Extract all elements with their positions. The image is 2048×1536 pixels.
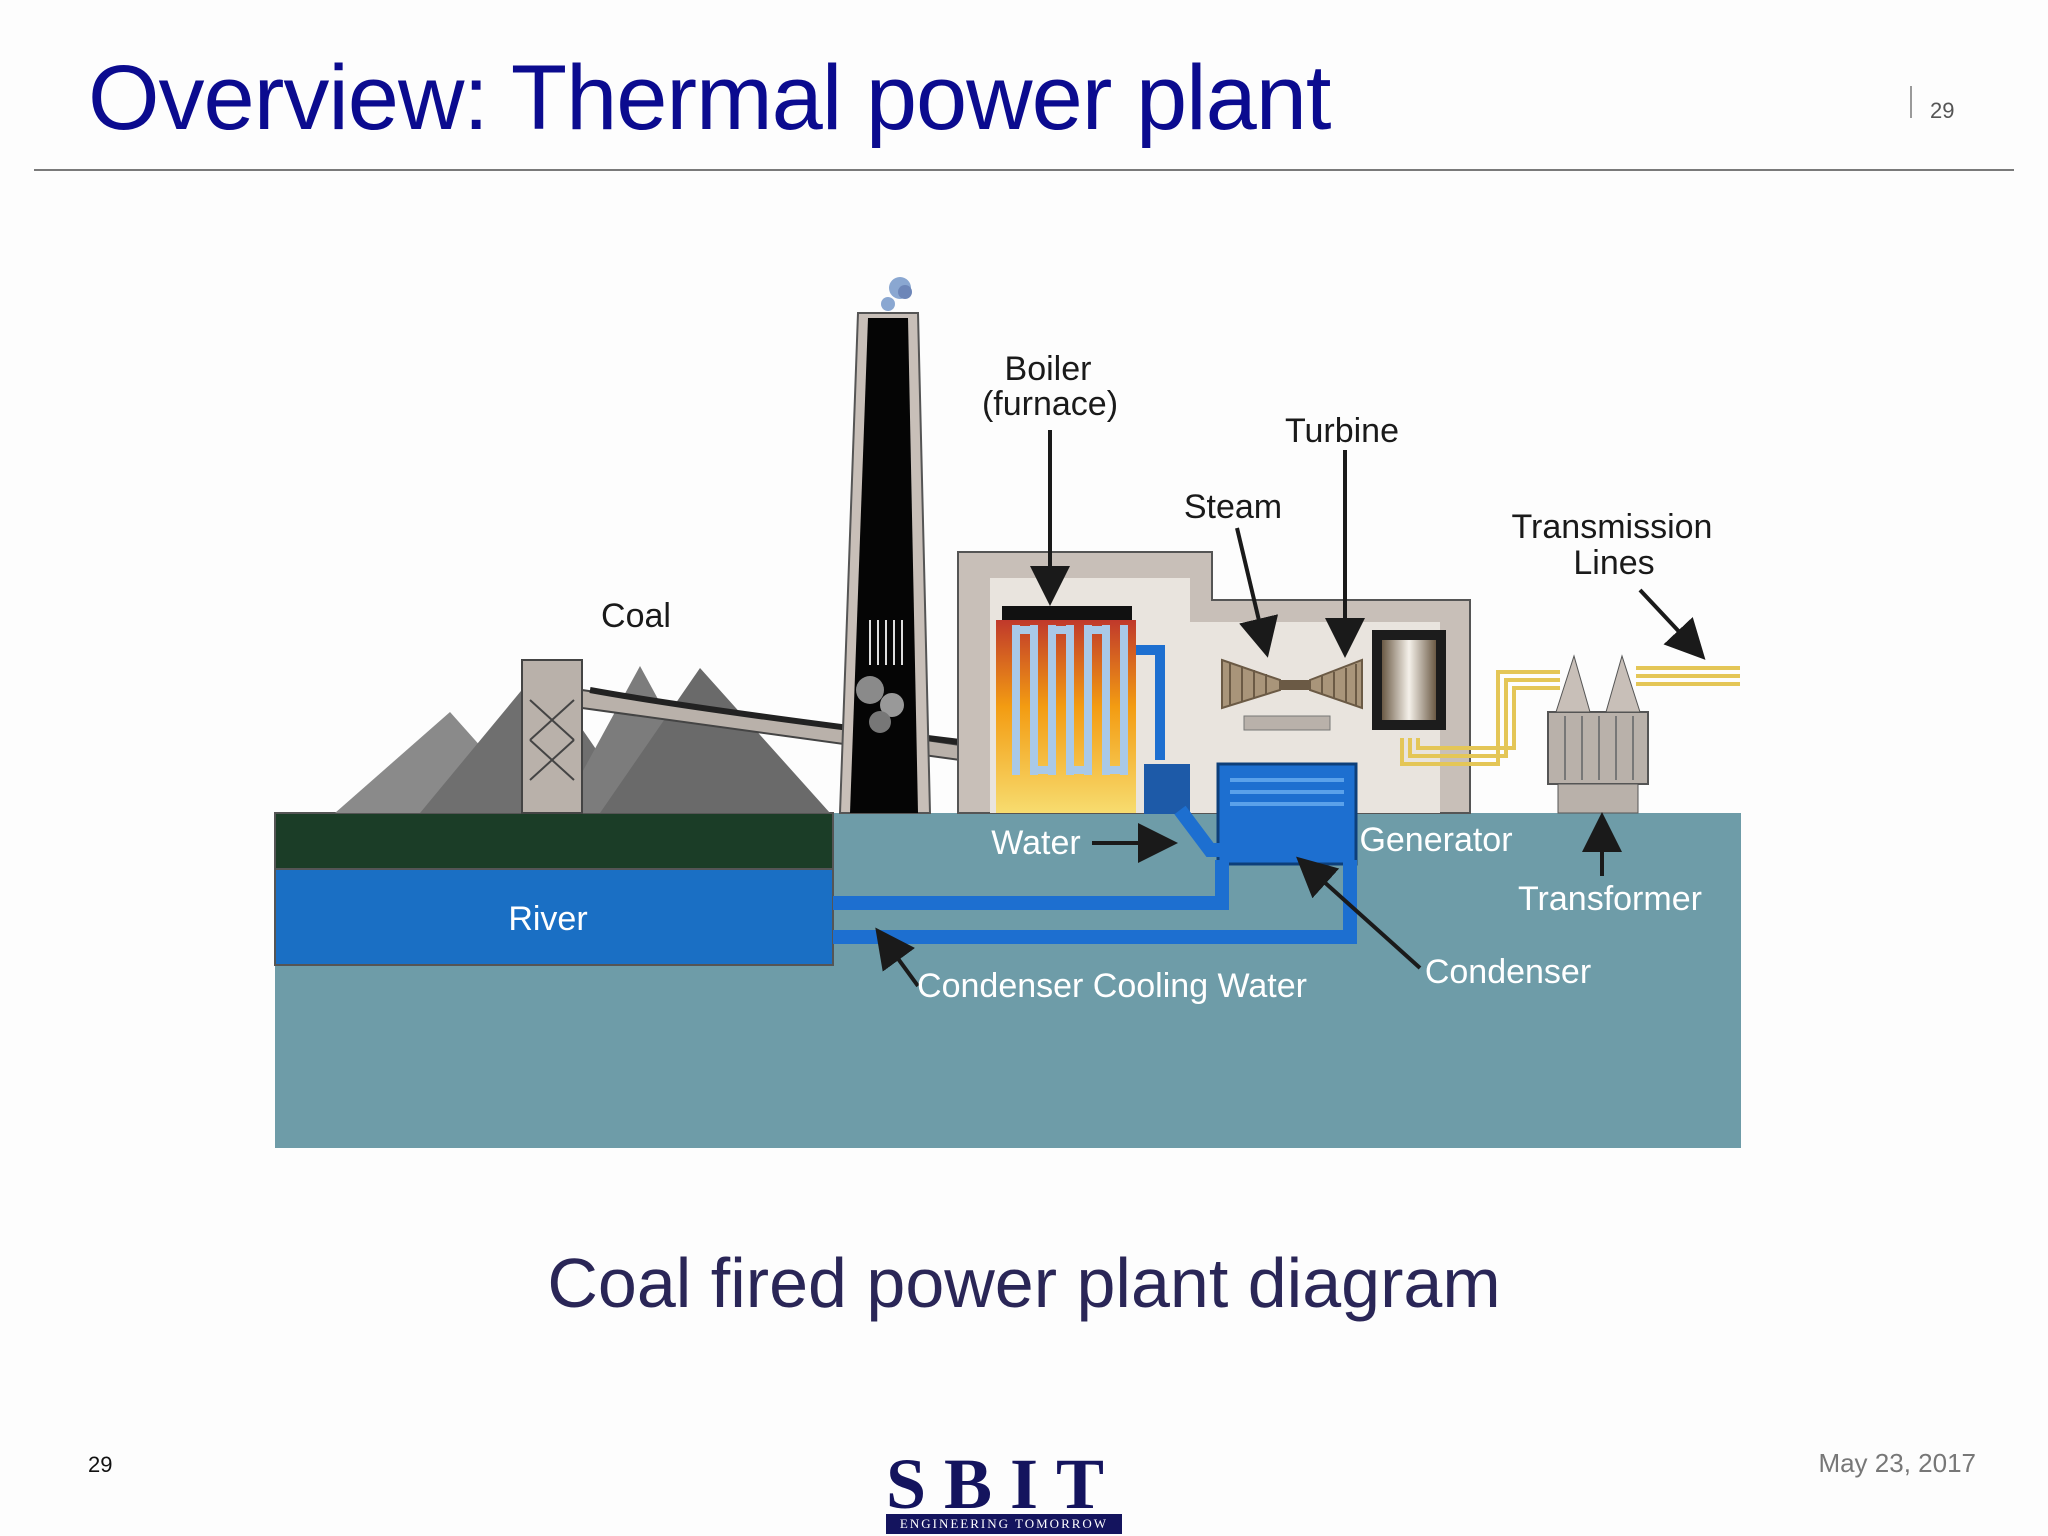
cooling-water-arrow (875, 927, 920, 988)
page-number-top: 29 (1930, 98, 1955, 123)
label-transmission-1: Transmission (1512, 508, 1713, 546)
label-boiler-2: (furnace) (982, 385, 1118, 423)
annotation-arrows (875, 430, 1706, 988)
footer-date: May 23, 2017 (1818, 1448, 1976, 1478)
generator (1372, 630, 1446, 730)
label-coal: Coal (601, 597, 671, 635)
label-transformer: Transformer (1518, 880, 1702, 918)
label-generator: Generator (1359, 821, 1512, 859)
label-transmission-2: Lines (1573, 544, 1654, 582)
label-condenser-cooling-water: Condenser Cooling Water (917, 967, 1307, 1005)
riverbank (274, 812, 834, 870)
slide-title: Overview: Thermal power plant (88, 47, 1331, 149)
label-condenser: Condenser (1425, 953, 1591, 991)
label-river: River (508, 900, 587, 938)
logo-wordmark: SBIT (885, 1444, 1123, 1524)
label-boiler-1: Boiler (1005, 350, 1092, 388)
steam-arrow (1235, 527, 1279, 658)
chimney (838, 277, 932, 814)
title-divider (34, 169, 2014, 171)
diagram-caption: Coal fired power plant diagram (547, 1244, 1501, 1322)
label-turbine: Turbine (1285, 412, 1399, 450)
label-steam: Steam (1184, 488, 1282, 526)
label-water: Water (991, 824, 1080, 862)
sbit-logo: SBIT ENGINEERING TOMORROW (884, 1448, 1124, 1534)
condenser-arrow (1296, 856, 1422, 970)
river (274, 868, 834, 966)
footer-page-number: 29 (88, 1452, 113, 1477)
logo-tagline: ENGINEERING TOMORROW (886, 1514, 1122, 1534)
boiler (996, 606, 1165, 813)
transmission-arrow (1638, 588, 1706, 660)
transformer (1547, 654, 1649, 814)
cooling-water-pipes (833, 805, 1357, 944)
power-lines (1400, 666, 1740, 766)
page-number-separator (1910, 86, 1912, 118)
turbine (1221, 658, 1363, 731)
